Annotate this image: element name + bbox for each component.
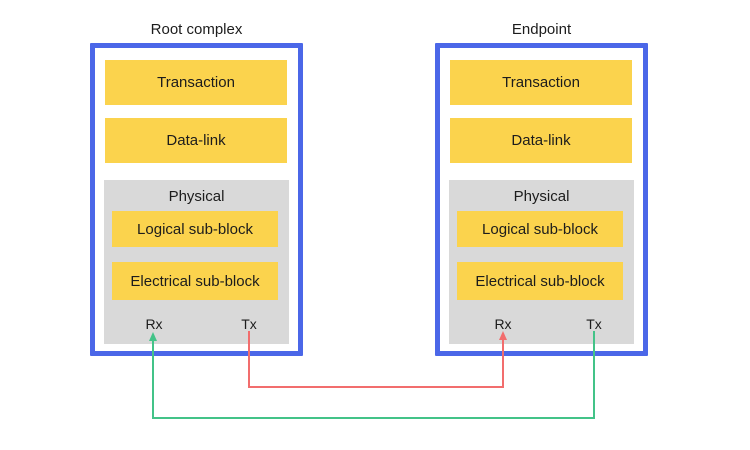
layer-transaction: Transaction <box>105 60 287 105</box>
physical-label: Physical <box>513 188 570 205</box>
logical-sub-block: Logical sub-block <box>457 211 623 247</box>
layer-transaction: Transaction <box>450 60 632 105</box>
electrical-sub-block: Electrical sub-block <box>112 262 278 300</box>
port-tx-label: Tx <box>586 316 602 332</box>
layer-physical: Physical Logical sub-block Electrical su… <box>104 180 289 344</box>
device-endpoint: Endpoint Transaction Data-link Physical … <box>435 20 648 356</box>
layer-data-link: Data-link <box>450 118 632 163</box>
device-title-endpoint: Endpoint <box>511 21 572 38</box>
device-box-root-complex: Transaction Data-link Physical Logical s… <box>90 43 303 356</box>
physical-label: Physical <box>168 188 225 205</box>
logical-sub-block: Logical sub-block <box>112 211 278 247</box>
layer-data-link: Data-link <box>105 118 287 163</box>
device-root-complex: Root complex Transaction Data-link Physi… <box>90 20 303 356</box>
port-rx-label: Rx <box>145 316 163 332</box>
electrical-sub-block: Electrical sub-block <box>457 262 623 300</box>
device-title-root-complex: Root complex <box>150 21 243 38</box>
port-rx-label: Rx <box>494 316 512 332</box>
layer-physical: Physical Logical sub-block Electrical su… <box>449 180 634 344</box>
device-box-endpoint: Transaction Data-link Physical Logical s… <box>435 43 648 356</box>
port-tx-label: Tx <box>241 316 257 332</box>
